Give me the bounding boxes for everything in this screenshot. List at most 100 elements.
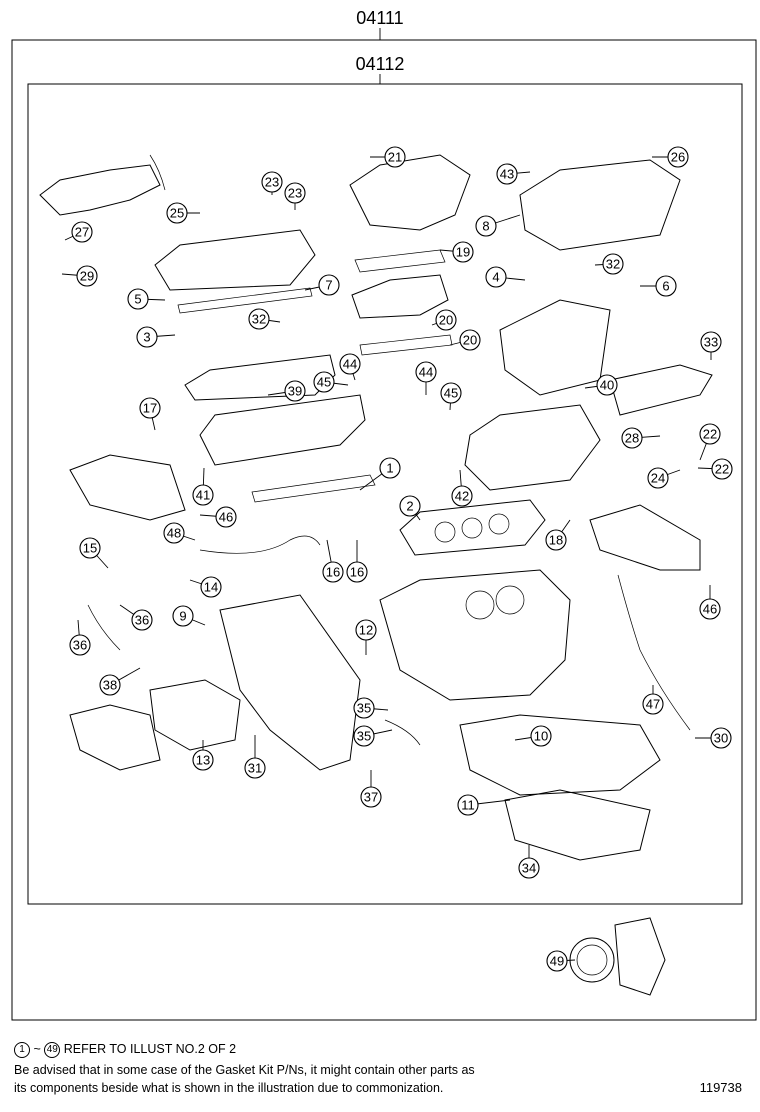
callout-number: 42 <box>455 489 469 504</box>
head-cover-right <box>519 159 681 251</box>
callout-number: 21 <box>388 150 402 165</box>
intake-gasket-set <box>354 249 446 273</box>
pipe-top-left <box>149 154 166 191</box>
callout-number: 32 <box>252 312 266 327</box>
callout-32: 32 <box>248 308 281 330</box>
callout-23: 23 <box>284 182 306 210</box>
callout-circle <box>699 423 721 445</box>
callout-circle <box>530 725 552 747</box>
illustration-id: 119738 <box>699 1080 742 1095</box>
callout-number: 44 <box>343 357 357 372</box>
exhaust-manifold-right <box>589 504 701 571</box>
callout-7: 7 <box>304 274 340 296</box>
note-tilde: ~ <box>33 1042 41 1056</box>
rear-seal-retainer <box>614 917 666 996</box>
head-gasket-right <box>399 499 546 556</box>
callout-number: 5 <box>134 292 141 307</box>
callout-11: 11 <box>457 794 511 816</box>
callout-35: 35 <box>353 697 389 719</box>
callout-circle <box>545 529 567 551</box>
advice-line-1: Be advised that in some case of the Gask… <box>14 1063 475 1077</box>
callout-22: 22 <box>697 458 733 480</box>
callout-circle <box>322 561 344 583</box>
callout-number: 32 <box>606 257 620 272</box>
callout-circle <box>355 619 377 641</box>
callout-circle <box>459 329 481 351</box>
callout-number: 30 <box>714 731 728 746</box>
callout-10: 10 <box>514 725 552 747</box>
callout-32: 32 <box>594 253 624 275</box>
callout-number: 47 <box>646 697 660 712</box>
callout-number: 9 <box>179 609 186 624</box>
callout-number: 40 <box>600 378 614 393</box>
callout-number: 14 <box>204 580 218 595</box>
callout-circle <box>440 382 462 404</box>
callout-number: 12 <box>359 623 373 638</box>
callout-number: 11 <box>461 798 475 813</box>
callout-48: 48 <box>163 522 196 544</box>
callout-number: 17 <box>143 401 157 416</box>
callout-number: 43 <box>500 167 514 182</box>
callout-circle <box>452 241 474 263</box>
assembly-label-inner: 04112 <box>356 54 405 74</box>
callout-circle <box>655 275 677 297</box>
callout-circle <box>667 146 689 168</box>
callout-number: 46 <box>219 510 233 525</box>
callout-21: 21 <box>370 146 406 168</box>
callout-circle <box>76 265 98 287</box>
callout-circle <box>284 380 306 402</box>
callout-number: 16 <box>326 565 340 580</box>
callout-circle <box>711 458 733 480</box>
callout-number: 35 <box>357 729 371 744</box>
assembly-frame-04112: 04112 <box>27 54 743 905</box>
callout-22: 22 <box>699 423 721 461</box>
head-cover-left <box>154 229 316 291</box>
callout-number: 46 <box>703 602 717 617</box>
callout-6: 6 <box>640 275 677 297</box>
callout-circle <box>339 353 361 375</box>
oil-pipe-center <box>384 719 421 746</box>
callout-circle <box>384 146 406 168</box>
callout-number: 34 <box>522 861 536 876</box>
callout-4: 4 <box>485 266 526 288</box>
callout-circle <box>710 727 732 749</box>
callout-16: 16 <box>346 540 368 583</box>
callout-17: 17 <box>139 397 161 431</box>
callout-number: 13 <box>196 753 210 768</box>
callout-number: 18 <box>549 533 563 548</box>
callout-circle <box>602 253 624 275</box>
callout-29: 29 <box>61 265 98 287</box>
assembly-label-outer: 04111 <box>356 8 403 28</box>
callout-number: 24 <box>651 471 665 486</box>
callout-47: 47 <box>642 685 664 715</box>
oil-pan-lower <box>504 789 651 861</box>
callout-number: 16 <box>350 565 364 580</box>
callout-circle <box>71 221 93 243</box>
callout-39: 39 <box>267 380 306 402</box>
callout-number: 10 <box>534 729 548 744</box>
callout-circle <box>699 598 721 620</box>
callout-13: 13 <box>192 740 214 771</box>
callout-18: 18 <box>545 519 571 551</box>
callout-number: 15 <box>83 541 97 556</box>
callout-35: 35 <box>353 725 393 747</box>
callout-8: 8 <box>475 214 521 237</box>
callout-circle <box>136 326 158 348</box>
callout-15: 15 <box>79 537 109 569</box>
note-start-callout: 1 <box>14 1041 30 1058</box>
callout-number: 26 <box>671 150 685 165</box>
callout-circle <box>261 171 283 193</box>
callout-number: 22 <box>703 427 717 442</box>
callout-circle <box>318 274 340 296</box>
callout-44: 44 <box>339 353 361 381</box>
water-hose-left <box>87 604 121 651</box>
callout-circle <box>215 506 237 528</box>
callout-circle <box>313 371 335 393</box>
water-pump <box>149 679 241 751</box>
callout-14: 14 <box>189 576 222 598</box>
callout-circle <box>248 308 270 330</box>
callout-number: 20 <box>439 313 453 328</box>
callout-1: 1 <box>359 457 401 491</box>
callout-number: 41 <box>196 488 210 503</box>
callout-circle <box>346 561 368 583</box>
